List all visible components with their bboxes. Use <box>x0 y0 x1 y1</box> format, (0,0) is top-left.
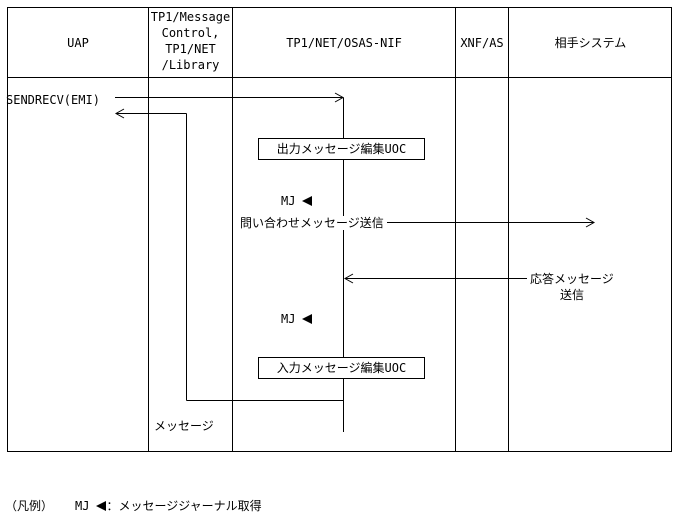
column-header-partner-system: 相手システム <box>554 36 627 50</box>
response-message-send-label: 応答メッセージ <box>530 272 614 286</box>
column-header-line: /Library <box>161 58 220 72</box>
input-message-edit-uoc-box: 入力メッセージ編集UOC <box>258 357 425 379</box>
legend-mj-label: MJ <box>75 498 90 513</box>
legend-title: （凡例） <box>5 499 54 513</box>
sendrecv-return-arrow <box>114 108 187 119</box>
table-grid <box>7 7 672 452</box>
column-header-tp1-net-osas-nif: TP1/NET/OSAS-NIF <box>286 36 402 50</box>
column-header-uap: UAP <box>67 36 89 50</box>
column-header-line: Control, <box>161 26 220 40</box>
response-message-send-label-line2: 送信 <box>560 288 585 302</box>
return-message-path <box>186 113 344 401</box>
legend: （凡例） MJ ：メッセージジャーナル取得 <box>5 497 262 514</box>
mj-marker: MJ <box>281 312 313 326</box>
inquiry-send-arrow <box>387 217 596 228</box>
mj-marker: MJ <box>281 194 313 208</box>
journal-triangle-icon <box>302 314 313 324</box>
column-header-tp1-message-control: TP1/Message Control, TP1/NET /Library <box>149 9 232 73</box>
output-message-edit-uoc-box: 出力メッセージ編集UOC <box>258 138 425 160</box>
mj-label: MJ <box>281 194 296 208</box>
legend-triangle-icon <box>96 500 107 511</box>
journal-triangle-icon <box>302 196 313 206</box>
sendrecv-call-label: SENDRECV(EMI) <box>6 93 100 107</box>
sendrecv-call-arrow <box>115 92 345 103</box>
inquiry-message-send-label: 問い合わせメッセージ送信 <box>238 216 386 230</box>
column-header-line: TP1/NET <box>165 42 216 56</box>
column-header-line: TP1/Message <box>150 10 231 24</box>
response-receive-arrow <box>343 273 527 284</box>
column-header-xnf-as: XNF/AS <box>460 36 504 50</box>
message-label: メッセージ <box>154 419 214 433</box>
mj-label: MJ <box>281 312 296 326</box>
legend-description: ：メッセージジャーナル取得 <box>106 499 262 513</box>
